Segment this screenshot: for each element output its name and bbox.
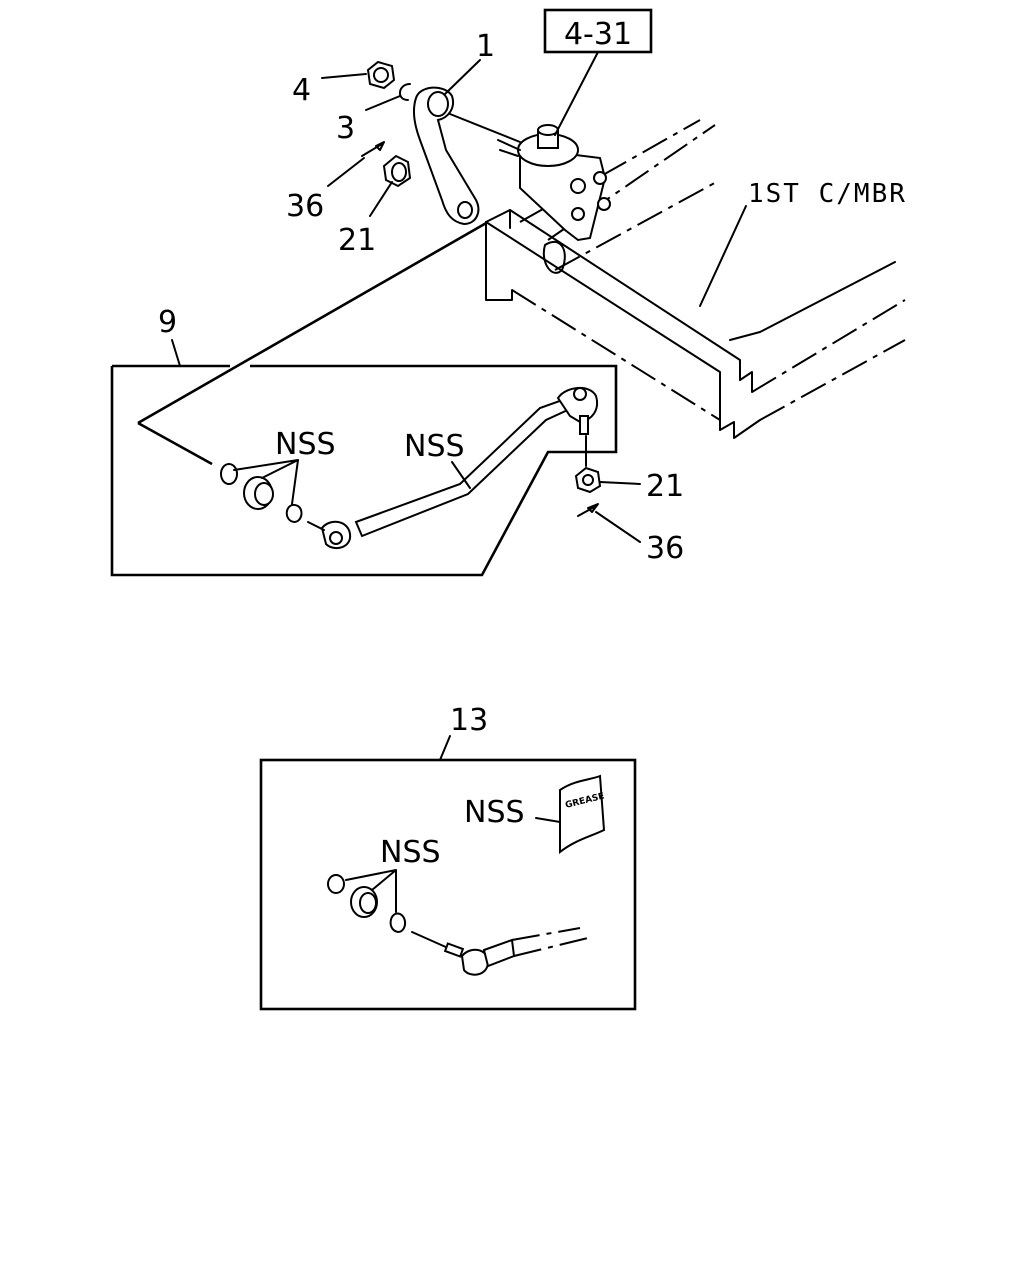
nut-part-4 [366, 60, 396, 90]
first-crossmember-frame [485, 119, 906, 439]
nut-part-21-top [382, 154, 412, 188]
seal-ring-9 [220, 463, 238, 485]
callout-part-36-box: 36 [646, 531, 684, 566]
nut-part-21-box [574, 435, 602, 494]
nss-label-grease: NSS [464, 795, 525, 830]
snap-ring-13 [389, 912, 406, 933]
reference-label: 4-31 [564, 17, 632, 52]
pitman-arm [412, 86, 480, 226]
dust-boot-13 [350, 886, 378, 918]
callout-part-13: 13 [450, 703, 488, 738]
assembly-box-13 [259, 758, 637, 1011]
nss-label-rod-9: NSS [404, 429, 465, 464]
callout-part-21-box: 21 [646, 469, 684, 504]
dust-boot-9 [243, 476, 274, 510]
drag-link-rod [307, 387, 598, 550]
callout-part-3: 3 [336, 111, 355, 146]
crossmember-label: 1ST C/MBR [748, 179, 907, 209]
callout-part-1: 1 [476, 29, 495, 64]
tie-rod-end-13 [411, 927, 589, 976]
cotter-pin-top [361, 141, 385, 157]
seal-ring-13 [327, 874, 345, 894]
snap-ring-9 [285, 503, 303, 523]
assembly-box-9 [110, 220, 618, 577]
callout-part-21-top: 21 [338, 223, 376, 258]
callout-part-36-top: 36 [286, 189, 324, 224]
nss-label-seals-13: NSS [380, 835, 441, 870]
grease-pack: GREASE [559, 774, 606, 855]
callout-part-9: 9 [158, 305, 177, 340]
nss-label-seals-9: NSS [275, 427, 336, 462]
steering-gear-box [439, 109, 611, 242]
washer-part-3 [399, 83, 411, 101]
cotter-pin-box [577, 503, 599, 517]
callout-part-4: 4 [292, 73, 311, 108]
